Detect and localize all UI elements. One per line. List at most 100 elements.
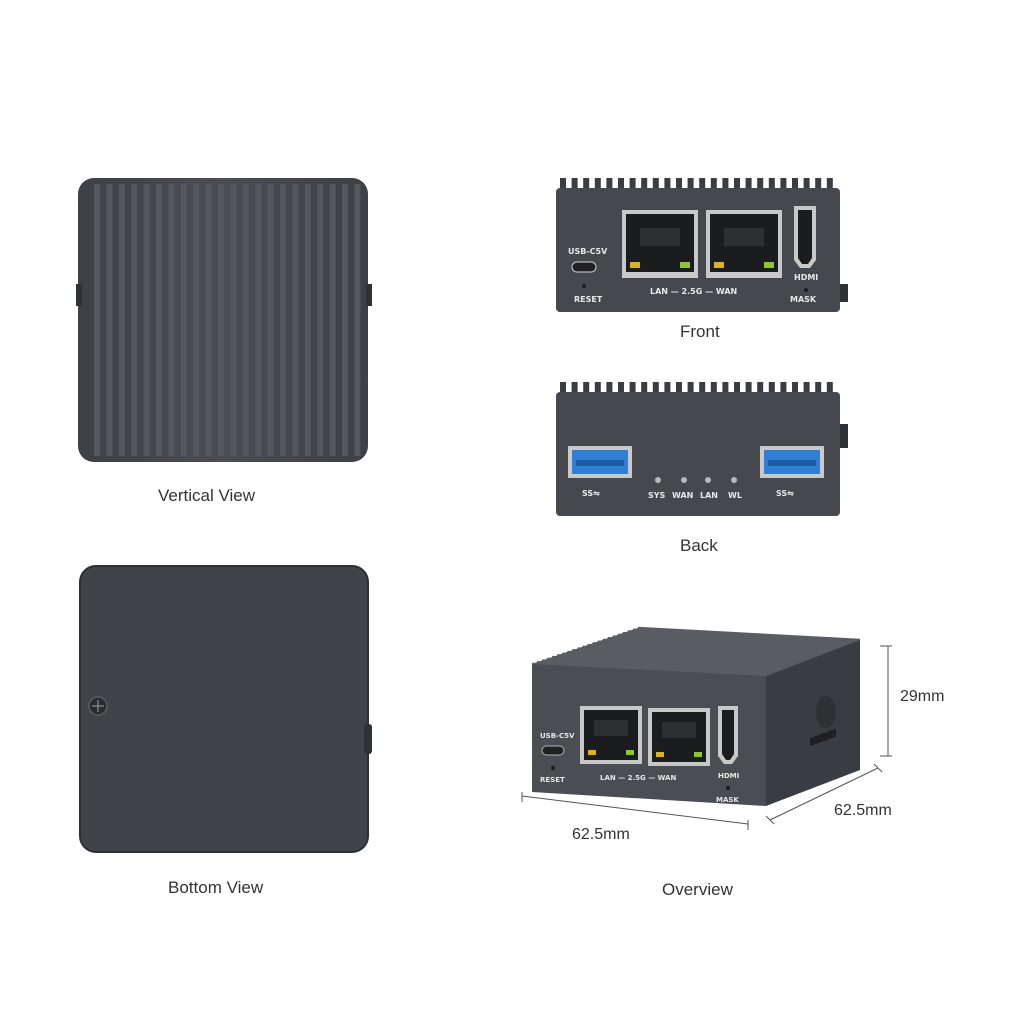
vertical-fin [218,184,224,456]
overview-hdmi-label: HDMI [718,772,739,780]
width-dimension-label: 62.5mm [572,826,630,843]
overview-fin [567,650,798,666]
top-fin [803,382,810,396]
overview-fin [547,657,780,673]
hdmi-label: HDMI [794,273,818,282]
top-fin [606,382,613,396]
overview-lan-wan-label: LAN — 2.5G — WAN [600,774,676,782]
top-fin [815,178,822,192]
top-fin [618,382,624,396]
top-fin [652,382,659,396]
vertical-fin [354,184,361,456]
caption-front: Front [680,322,720,341]
vertical-fin [94,184,100,456]
led-wl-label: WL [728,491,742,500]
caption-back: Back [680,536,718,555]
vertical-fin [230,184,237,456]
vertical-fin [329,184,336,456]
mask-label: MASK [790,295,817,304]
top-fin [792,178,798,192]
bottom-view-image [79,565,372,853]
overview-fin [587,643,816,659]
overview-fin [622,631,847,647]
vertical-fin [156,184,162,456]
vertical-fin [118,184,125,456]
vertical-view-panel: Vertical View [76,176,372,505]
led-lan-label: LAN [700,491,718,500]
lan-wan-label: LAN — 2.5G — WAN [650,287,737,296]
vertical-fin [280,184,286,456]
top-fin [803,178,810,192]
overview-fin [637,626,861,642]
overview-wan-port [648,708,710,766]
screw-icon [88,696,108,716]
top-fin [757,382,764,396]
front-view-panel: USB-C5V RESET LAN — 2.5G — WAN HDMI [554,176,854,346]
vertical-fin [292,184,299,456]
lan-port [622,210,698,278]
overview-fin [627,630,852,645]
top-fin [710,178,717,192]
usb3-left-port [568,446,632,478]
height-dimension-label: 29mm [900,688,945,705]
front-top-fins [560,178,833,192]
vertical-fin [193,184,200,456]
usb3-right-label: SS⇋ [776,489,794,498]
overview-lan-port [580,706,642,764]
led-indicators: SYS WAN LAN WL [648,477,742,500]
front-view-image: USB-C5V RESET LAN — 2.5G — WAN HDMI [556,178,848,312]
top-fin [676,178,682,192]
top-fin [583,178,590,192]
vertical-fin [267,184,274,456]
overview-reset-label: RESET [540,776,565,784]
usb3-left-label: SS⇋ [582,489,600,498]
overview-panel: USB-C5V RESET LAN — 2.5G — WAN HDMI MASK [508,620,968,910]
caption-bottom-view: Bottom View [168,878,264,897]
top-fin [641,178,648,192]
vertical-fin [255,184,262,456]
top-fin [826,178,833,192]
top-fin [583,382,590,396]
led-wan-label: WAN [672,491,693,500]
top-fin [629,178,636,192]
overview-fin [572,649,802,664]
back-top-fins [560,382,833,396]
reset-label: RESET [574,295,603,304]
top-fin [734,178,740,192]
vertical-fins [94,184,361,456]
top-fin [629,382,636,396]
top-fin [664,178,671,192]
top-fin [826,382,833,396]
back-view-image: SS⇋ SYS WAN LAN WL SS⇋ [556,382,848,516]
vertical-fin [242,184,249,456]
vertical-fin [180,184,187,456]
overview-mask-label: MASK [716,796,739,804]
vertical-fin [317,184,324,456]
width-dimension-line [521,792,749,830]
vertical-fin [143,184,150,456]
top-fin [676,382,682,396]
usb-c-label: USB-C5V [568,247,608,256]
top-fin [641,382,648,396]
overview-usb-c-label: USB-C5V [540,732,575,740]
overview-fin [542,659,776,674]
top-fin [792,382,798,396]
overview-fin [552,655,784,671]
overview-fin [536,661,771,676]
top-fin [699,178,706,192]
vertical-fin [106,184,113,456]
wan-port [706,210,782,278]
caption-vertical-view: Vertical View [158,486,256,505]
overview-fin [597,640,825,655]
top-fin [571,382,578,396]
overview-fin [632,628,856,643]
top-fin [780,178,787,192]
top-fin [745,382,752,396]
hdmi-port [794,206,816,268]
top-fin [745,178,752,192]
top-fin [768,178,775,192]
overview-fin [617,633,843,649]
top-fin [710,382,717,396]
top-fin [780,382,787,396]
